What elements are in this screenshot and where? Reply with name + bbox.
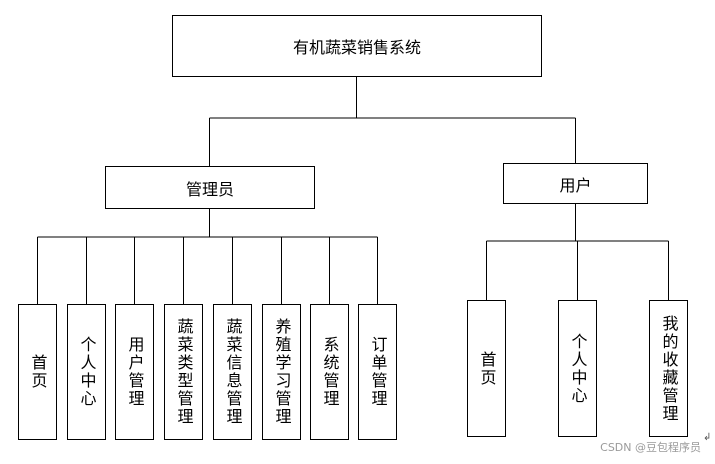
watermark: CSDN @豆包程序员	[600, 441, 701, 454]
leaf-node-admin-orders: 订单管理	[358, 304, 397, 440]
leaf-label: 个人中心	[77, 336, 97, 408]
leaf-label: 系统管理	[320, 336, 340, 408]
leaf-node-admin-veg-types: 蔬菜类型管理	[164, 304, 203, 440]
branch-node-admin: 管理员	[105, 166, 315, 209]
leaf-label: 蔬菜信息管理	[223, 318, 243, 426]
branch-node-user: 用户	[503, 163, 648, 204]
leaf-node-admin-breeding: 养殖学习管理	[262, 304, 301, 440]
leaf-node-admin-system: 系统管理	[310, 304, 349, 440]
root-node: 有机蔬菜销售系统	[172, 15, 542, 77]
leaf-node-user-favorites: 我的收藏管理	[649, 300, 688, 437]
leaf-label: 首页	[28, 354, 48, 390]
root-label: 有机蔬菜销售系统	[292, 38, 421, 57]
leaf-label: 首页	[477, 350, 497, 387]
leaf-node-user-profile: 个人中心	[558, 300, 597, 437]
leaf-node-admin-veg-info: 蔬菜信息管理	[213, 304, 252, 440]
leaf-node-admin-profile: 个人中心	[67, 304, 106, 440]
leaf-label: 个人中心	[568, 332, 588, 405]
branch-label-user: 用户	[559, 175, 592, 195]
return-mark-icon: ↲	[703, 432, 712, 443]
leaf-label: 我的收藏管理	[659, 314, 679, 423]
branch-label-admin: 管理员	[185, 179, 234, 199]
leaf-label: 养殖学习管理	[272, 318, 292, 426]
leaf-node-admin-home: 首页	[18, 304, 57, 440]
leaf-node-user-home: 首页	[467, 300, 506, 437]
leaf-label: 用户管理	[125, 336, 145, 408]
leaf-label: 订单管理	[368, 336, 388, 408]
leaf-label: 蔬菜类型管理	[174, 318, 194, 426]
leaf-node-admin-users: 用户管理	[115, 304, 154, 440]
